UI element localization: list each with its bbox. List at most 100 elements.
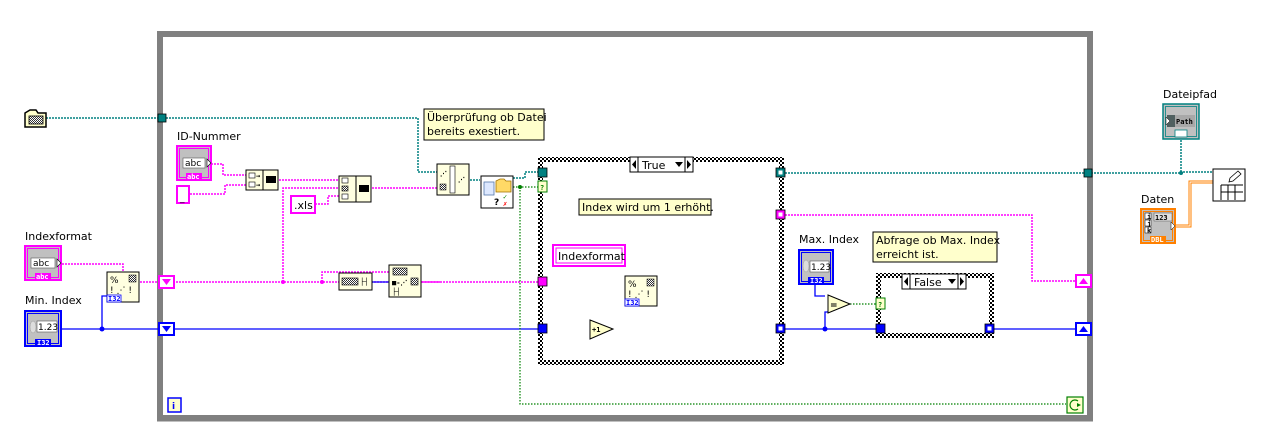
svg-text:1.23: 1.23 bbox=[38, 323, 58, 333]
path-tunnel-in[interactable] bbox=[157, 113, 167, 123]
format-into-string-node[interactable]: % ! ⋰ ! I32 bbox=[106, 271, 140, 303]
max-index-label: Max. Index bbox=[799, 233, 860, 246]
svg-text:abc: abc bbox=[187, 173, 200, 181]
xls-extension-constant[interactable]: .xls bbox=[290, 195, 316, 214]
svg-text:1.23: 1.23 bbox=[811, 263, 831, 273]
loop-condition-terminal[interactable] bbox=[1066, 396, 1084, 414]
svg-text:abc: abc bbox=[33, 259, 49, 269]
increment-node[interactable]: +1 bbox=[589, 319, 615, 340]
wire-str-shift bbox=[782, 214, 1076, 282]
while-loop[interactable] bbox=[157, 31, 1093, 422]
wire-index-str-up bbox=[282, 187, 339, 282]
svg-text:.xls: .xls bbox=[294, 199, 313, 212]
string-length-node[interactable]: ├┤ bbox=[338, 272, 373, 291]
comment-file-check-line2: bereits exestiert. bbox=[427, 125, 520, 138]
wire-maxidx bbox=[814, 284, 825, 297]
shift-register-right-string[interactable] bbox=[1075, 274, 1092, 288]
separator-constant[interactable]: _ bbox=[176, 185, 190, 204]
svg-text:⋰: ⋰ bbox=[458, 176, 465, 184]
comment-max-check-line1: Abfrage ob Max. Index bbox=[876, 234, 1001, 247]
svg-text:True: True bbox=[641, 159, 666, 172]
svg-text:?: ? bbox=[494, 198, 499, 208]
junction-dot bbox=[518, 185, 522, 189]
svg-text:DBL: DBL bbox=[1151, 236, 1164, 244]
shift-register-left-int[interactable] bbox=[158, 322, 175, 336]
comment-max-check: Abfrage ob Max. Index erreicht ist. bbox=[872, 231, 1001, 263]
case-string-tunnel-in[interactable] bbox=[537, 276, 548, 287]
wire-cmp-in bbox=[824, 311, 828, 329]
id-nummer-terminal[interactable]: abc abc bbox=[176, 145, 212, 181]
wire-split-loop bbox=[321, 271, 389, 282]
wire-id bbox=[211, 163, 246, 176]
path-tunnel-out[interactable] bbox=[1083, 168, 1093, 178]
svg-text:├┤: ├┤ bbox=[360, 277, 368, 286]
indexformat-label: Indexformat bbox=[25, 230, 93, 243]
svg-text:Index wird um 1 erhöht.: Index wird um 1 erhöht. bbox=[582, 201, 714, 214]
svg-text:I32: I32 bbox=[626, 299, 639, 307]
case-selector-false[interactable]: False bbox=[901, 273, 967, 290]
min-index-label: Min. Index bbox=[25, 294, 82, 307]
svg-text:I32: I32 bbox=[810, 277, 823, 285]
junction-dot bbox=[1179, 171, 1183, 175]
svg-text:abc: abc bbox=[185, 159, 201, 169]
build-path-node[interactable]: ⋰ ⋰ bbox=[436, 163, 470, 196]
svg-text:├┤: ├┤ bbox=[392, 287, 400, 296]
format-percent: % bbox=[110, 276, 119, 286]
dateipfad-terminal[interactable]: Path bbox=[1162, 103, 1200, 140]
shift-register-right-int[interactable] bbox=[1075, 322, 1092, 336]
indexformat-local-variable[interactable]: Indexformat bbox=[552, 244, 626, 267]
shift-register-left-string[interactable] bbox=[158, 275, 175, 289]
case-selector-terminal[interactable]: ? bbox=[537, 180, 548, 193]
comment-index-increment: Index wird um 1 erhöht. bbox=[578, 198, 714, 216]
string-subset-node[interactable]: ■-⋰ ├┤ bbox=[388, 264, 422, 298]
comment-max-check-line2: erreicht ist. bbox=[876, 248, 939, 261]
daten-label: Daten bbox=[1141, 193, 1174, 206]
concatenate-strings-node-1[interactable]: → → bbox=[245, 169, 279, 191]
concatenate-strings-node-2[interactable] bbox=[338, 175, 372, 203]
svg-text:✗: ✗ bbox=[503, 200, 507, 208]
svg-text:False: False bbox=[914, 276, 942, 289]
svg-text:+1: +1 bbox=[592, 326, 600, 334]
svg-text:_: _ bbox=[179, 194, 185, 204]
svg-text:?: ? bbox=[540, 184, 544, 192]
comment-file-check-line1: Überprüfung ob Datei bbox=[427, 111, 547, 124]
equal-node[interactable]: = bbox=[827, 294, 852, 314]
svg-text:I32: I32 bbox=[108, 295, 121, 303]
svg-text:j: j bbox=[1147, 220, 1151, 228]
svg-text:Path: Path bbox=[1176, 118, 1193, 126]
svg-text:→: → bbox=[256, 172, 260, 180]
svg-text:I32: I32 bbox=[37, 339, 50, 347]
write-spreadsheet-node[interactable] bbox=[1212, 168, 1246, 202]
svg-text:=: = bbox=[830, 301, 838, 311]
daten-terminal[interactable]: i j k 123 DBL bbox=[1140, 208, 1176, 244]
svg-text:123: 123 bbox=[1155, 214, 1168, 222]
case-structure-false[interactable] bbox=[876, 273, 994, 338]
min-index-terminal[interactable]: 1.23 I32 bbox=[24, 310, 62, 347]
wire-indexformat bbox=[62, 263, 124, 272]
indexformat-terminal[interactable]: abc abc bbox=[24, 245, 62, 281]
wire-path-base bbox=[46, 117, 437, 173]
folder-path-constant[interactable] bbox=[24, 109, 47, 128]
wire-min-index-branch bbox=[101, 295, 107, 329]
iteration-terminal[interactable]: i bbox=[167, 397, 182, 413]
wire-path-to-case bbox=[513, 171, 542, 179]
svg-text:→: → bbox=[256, 181, 260, 189]
junction-dot bbox=[99, 326, 105, 332]
case2-selector-terminal[interactable]: ? bbox=[875, 297, 886, 310]
svg-text:k: k bbox=[1147, 227, 1152, 235]
max-index-terminal[interactable]: 1.23 I32 bbox=[798, 249, 834, 285]
svg-text:! ⋰ !: ! ⋰ ! bbox=[628, 290, 650, 300]
case-int-tunnel-in[interactable] bbox=[537, 323, 548, 334]
wire-xls bbox=[315, 195, 339, 205]
file-exists-node[interactable]: ? ✓ ✗ bbox=[480, 175, 514, 209]
case-path-tunnel-in[interactable] bbox=[537, 167, 548, 178]
svg-text:⋰: ⋰ bbox=[440, 170, 447, 178]
svg-text:i: i bbox=[1147, 213, 1151, 221]
id-nummer-label: ID-Nummer bbox=[177, 130, 241, 143]
case2-int-tunnel-in[interactable] bbox=[875, 323, 886, 334]
junction-dot bbox=[320, 280, 324, 284]
case-selector-true[interactable]: True bbox=[629, 156, 694, 173]
format-into-string-node-case[interactable]: % ! ⋰ ! I32 bbox=[624, 275, 658, 307]
svg-text:%: % bbox=[628, 280, 637, 290]
